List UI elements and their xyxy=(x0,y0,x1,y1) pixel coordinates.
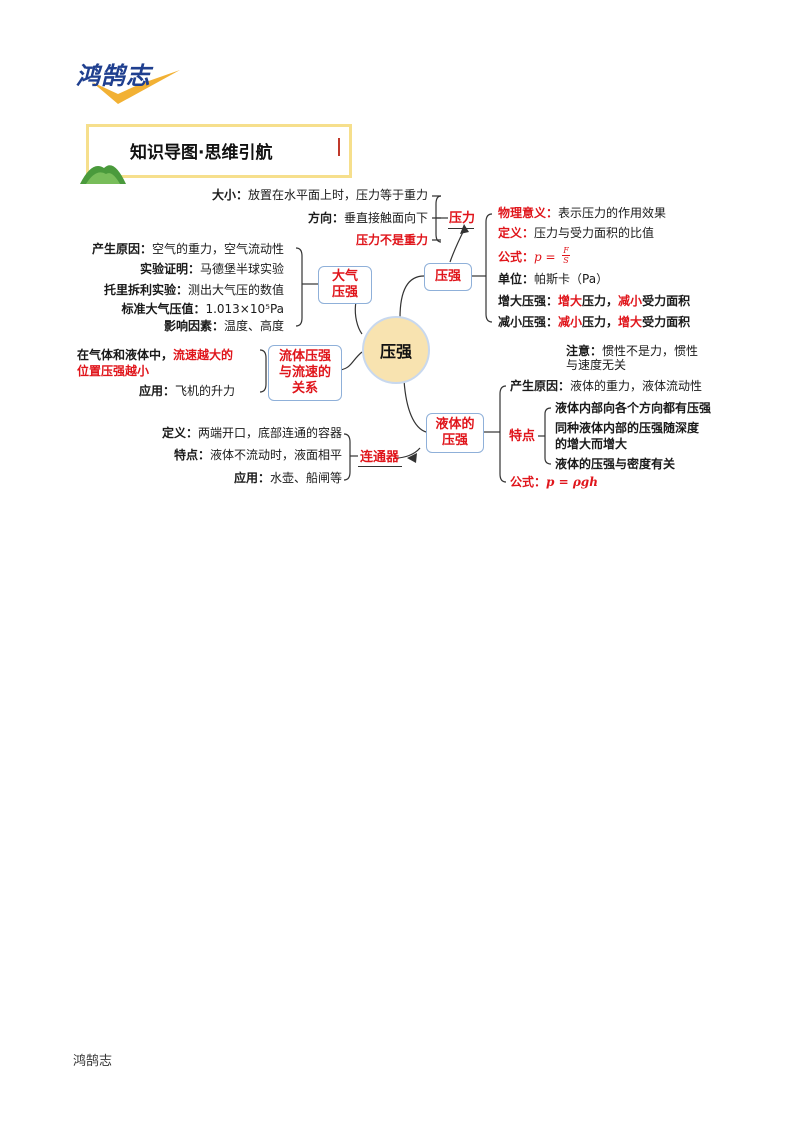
liquid-feature-1: 液体内部向各个方向都有压强 xyxy=(555,401,712,415)
liquid-feature-label: 特点 xyxy=(509,429,536,444)
node-pressure: 压强 xyxy=(424,263,472,291)
pressure-unit: 单位：帕斯卡（Pa） xyxy=(498,272,609,286)
liquid-note-line2: 与速度无关 xyxy=(566,358,627,372)
brand-logo: 鸿鹄志 xyxy=(74,56,189,110)
atmosphere-experiment: 实验证明：马德堡半球实验 xyxy=(139,262,284,276)
atmosphere-cause: 产生原因：空气的重力，空气流动性 xyxy=(91,242,284,256)
liquid-feature-3: 液体的压强与密度有关 xyxy=(555,457,676,471)
fluid-rule-line2: 位置压强越小 xyxy=(77,364,150,378)
pressure-formula-fraction: F S xyxy=(562,246,570,265)
logo-text: 鸿鹄志 xyxy=(76,62,151,90)
node-underline xyxy=(358,466,402,468)
connector-definition: 定义：两端开口，底部连通的容器 xyxy=(161,426,342,440)
atmosphere-factors: 影响因素：温度、高度 xyxy=(163,319,284,333)
node-fluid-pressure: 流体压强 与流速的 关系 xyxy=(268,345,342,401)
node-underline xyxy=(448,228,474,230)
pressure-increase: 增大压强：增大压力，减小受力面积 xyxy=(498,294,691,308)
liquid-feature-2a: 同种液体内部的压强随深度 xyxy=(555,421,700,435)
liquid-feature-2b: 的增大而增大 xyxy=(555,437,628,451)
atmosphere-standard-value: 标准大气压值：1.013×10⁵Pa xyxy=(121,302,284,316)
node-connected-vessel: 连通器 xyxy=(360,450,400,465)
pressure-formula: 公式：p = xyxy=(498,250,556,264)
node-atmospheric-pressure: 大气压强 xyxy=(318,266,372,304)
liquid-formula: 公式：p = ρgh xyxy=(510,475,598,489)
pressure-definition: 定义：压力与受力面积的比值 xyxy=(498,226,655,240)
title-accent-bar xyxy=(338,138,340,156)
logo-check-mark-icon xyxy=(92,70,180,104)
fluid-rule-line1: 在气体和液体中，流速越大的 xyxy=(77,348,234,362)
node-pressure-force: 压力 xyxy=(449,211,476,226)
connector-application: 应用：水壶、船闸等 xyxy=(233,471,342,485)
atmosphere-torricelli: 托里拆利实验：测出大气压的数值 xyxy=(103,283,284,297)
node-liquid-pressure: 液体的压强 xyxy=(426,413,484,453)
pressure-decrease: 减小压强：减小压力，增大受力面积 xyxy=(498,315,691,329)
pressure-force-note: 压力不是重力 xyxy=(355,233,428,247)
title-banner xyxy=(86,124,352,178)
liquid-note-line1: 注意：惯性不是力，惯性 xyxy=(566,344,699,358)
liquid-cause: 产生原因：液体的重力，液体流动性 xyxy=(510,379,703,393)
pressure-force-size: 大小：放置在水平面上时，压力等于重力 xyxy=(211,188,428,202)
pressure-meaning: 物理意义：表示压力的作用效果 xyxy=(498,206,667,220)
fluid-application: 应用：飞机的升力 xyxy=(139,384,236,398)
page-title: 知识导图·思维引航 xyxy=(130,143,273,163)
footer-brand: 鸿鹄志 xyxy=(73,1054,113,1069)
pressure-force-direction: 方向：垂直接触面向下 xyxy=(307,211,428,225)
connector-feature: 特点：液体不流动时，液面相平 xyxy=(173,448,342,462)
hill-icon xyxy=(80,165,126,184)
center-node: 压强 xyxy=(362,316,430,384)
